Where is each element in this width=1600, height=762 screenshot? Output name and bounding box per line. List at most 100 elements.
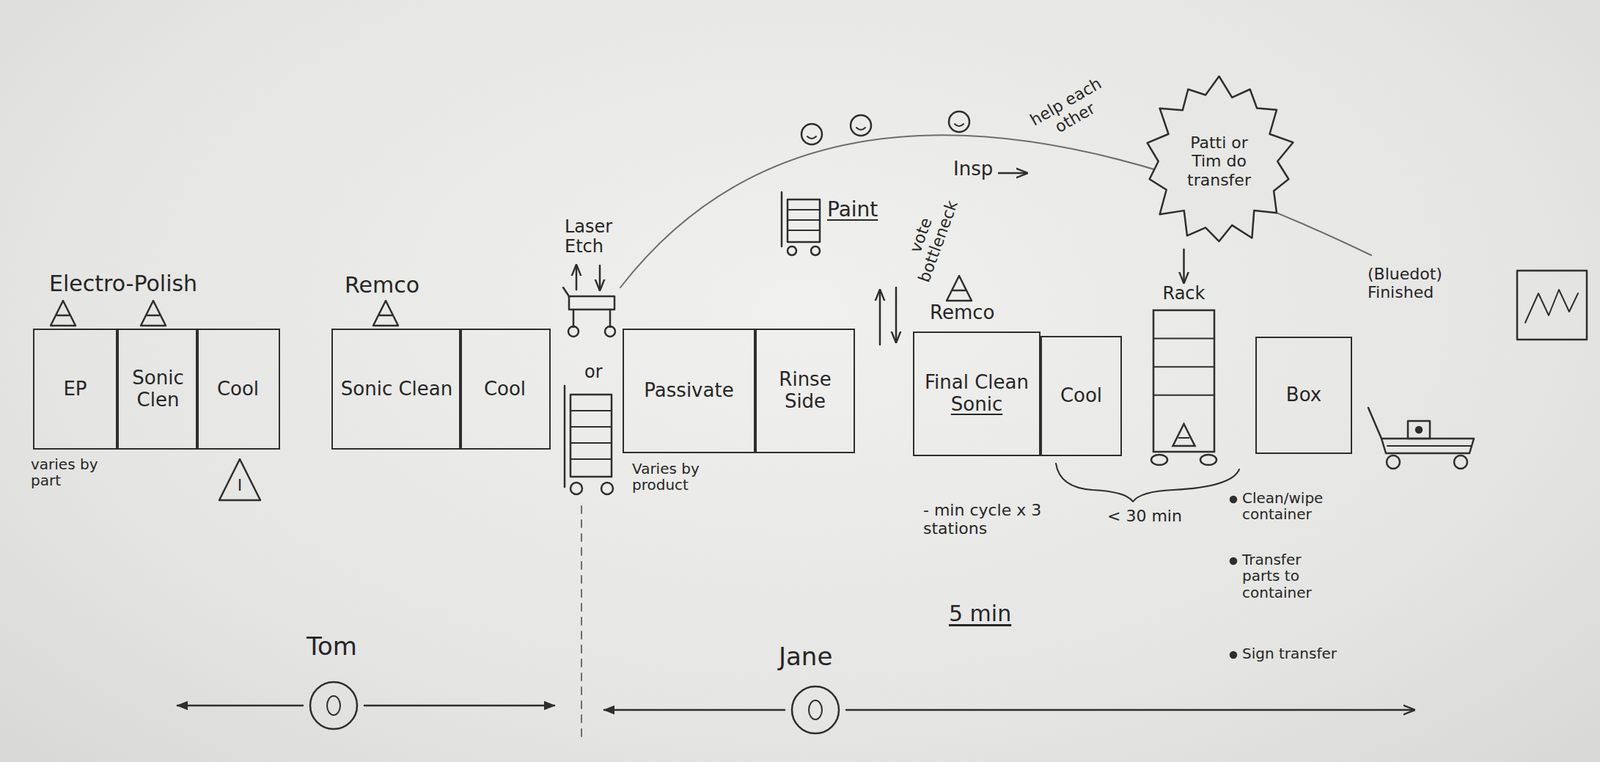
operator-triangle xyxy=(1179,437,1190,439)
time-note: < 30 min xyxy=(1107,507,1183,526)
rack-shelf: Rack xyxy=(1143,282,1225,470)
rack-wheel xyxy=(1151,454,1168,465)
node-text: EP xyxy=(63,378,87,401)
inventory-mark: I xyxy=(232,476,248,495)
operator-triangle xyxy=(946,275,972,301)
note-label: or xyxy=(584,362,603,383)
note-label: varies by part xyxy=(30,456,112,490)
task-bullet: Transfer parts to container xyxy=(1242,551,1338,601)
node-text: Cool xyxy=(217,378,259,401)
parts-container xyxy=(1407,420,1430,439)
chart-zigzag xyxy=(1525,289,1579,323)
node-text: Patti or Tim do transfer xyxy=(1175,133,1264,190)
node-text: Passivate xyxy=(643,379,734,402)
cycle-note: - min cycle x 3 stations xyxy=(923,501,1045,538)
cart-wheel xyxy=(810,246,820,256)
bullet-dot xyxy=(1230,496,1237,503)
operator-smile xyxy=(807,136,817,139)
cycle-time: 5 min xyxy=(948,601,1012,627)
inventory-triangle xyxy=(219,459,261,501)
cart-wheel xyxy=(1386,455,1400,469)
operator-face xyxy=(948,111,970,132)
cart-shelf xyxy=(570,410,612,460)
operator-circle xyxy=(791,686,839,734)
operator-triangle xyxy=(50,300,76,326)
process-box: Sonic Clean xyxy=(331,328,462,450)
cart-wheel xyxy=(601,482,614,495)
rack-cart xyxy=(570,394,612,477)
task-bullet: Clean/wipe container xyxy=(1242,489,1353,523)
cart-handle xyxy=(780,192,784,247)
cart-handle xyxy=(563,385,567,487)
group-title: Electro-Polish xyxy=(49,271,198,297)
cart-legs xyxy=(573,309,611,328)
flow-arrow xyxy=(895,287,898,342)
note-burst: Patti or Tim do transfer xyxy=(1140,73,1298,250)
process-box: Box xyxy=(1255,336,1353,454)
flow-arrow xyxy=(998,172,1027,175)
step-label: Paint xyxy=(827,197,878,221)
process-box: Cool xyxy=(1040,335,1122,457)
note-label: Varies by product xyxy=(632,460,717,494)
cart-wheel xyxy=(1454,455,1468,469)
operator-triangle xyxy=(140,300,166,326)
node-text: Cool xyxy=(483,378,526,401)
finished-cart xyxy=(1381,438,1474,454)
split-line xyxy=(580,505,583,741)
rack-outline xyxy=(1143,282,1225,470)
node-text: Sonic Clean xyxy=(340,378,453,401)
walk-arrow xyxy=(604,709,785,712)
cart-wheel xyxy=(568,326,579,337)
connector-arrow xyxy=(1182,249,1185,283)
note-label: vote bottleneck xyxy=(896,186,964,289)
cart-handle xyxy=(563,287,570,297)
bullet-dot xyxy=(1230,651,1237,658)
operator-face xyxy=(850,115,872,136)
flow-arrow xyxy=(575,265,578,290)
process-box: Sonic Clen xyxy=(117,328,199,450)
flow-arrow xyxy=(599,265,602,290)
walk-arrow xyxy=(364,704,555,707)
time-bracket xyxy=(1055,463,1240,502)
note-label: help each other xyxy=(1019,70,1121,150)
operator-smile xyxy=(856,127,866,130)
operator-name: Remco xyxy=(344,272,420,298)
cart-wheel xyxy=(570,482,583,495)
operator-name: Jane xyxy=(778,642,833,671)
node-text: Sonic Clen xyxy=(126,367,190,412)
blue-dot xyxy=(1415,426,1422,433)
rack-wheel xyxy=(1200,454,1217,465)
node-text: Box xyxy=(1286,384,1322,407)
step-label: Insp xyxy=(953,158,993,180)
process-box: Passivate xyxy=(622,328,756,454)
operator-mark xyxy=(327,695,341,715)
cart-shelf xyxy=(787,209,820,231)
process-box: Rinse Side xyxy=(755,328,855,454)
rack-frame xyxy=(1153,310,1215,452)
process-box: Cool xyxy=(195,328,281,450)
flow-arrow xyxy=(879,290,882,345)
walk-arrow xyxy=(177,704,303,707)
node-text: Final Clean xyxy=(924,371,1029,394)
node-text: Sonic xyxy=(951,393,1003,416)
paint-cart xyxy=(787,199,820,242)
operator-name: Tom xyxy=(306,632,358,660)
node-text: Rack xyxy=(1162,283,1206,305)
operator-smile xyxy=(954,123,964,127)
walk-arrow xyxy=(846,709,1414,712)
process-box: Final CleanSonic xyxy=(912,331,1041,457)
operator-triangle xyxy=(373,300,399,326)
step-label: (Bluedot) Finished xyxy=(1367,265,1460,302)
rack-shelf-line xyxy=(1153,338,1215,340)
bullet-dot xyxy=(1230,558,1237,564)
operator-mark xyxy=(808,700,822,720)
cart-handle xyxy=(1368,407,1382,439)
cart-wheel xyxy=(604,326,616,337)
burst-outline xyxy=(1147,76,1294,242)
operator-triangle xyxy=(1173,423,1196,446)
cart-wheel xyxy=(787,246,797,256)
chart-icon xyxy=(1517,270,1587,340)
rack-shelf-line xyxy=(1153,394,1215,396)
